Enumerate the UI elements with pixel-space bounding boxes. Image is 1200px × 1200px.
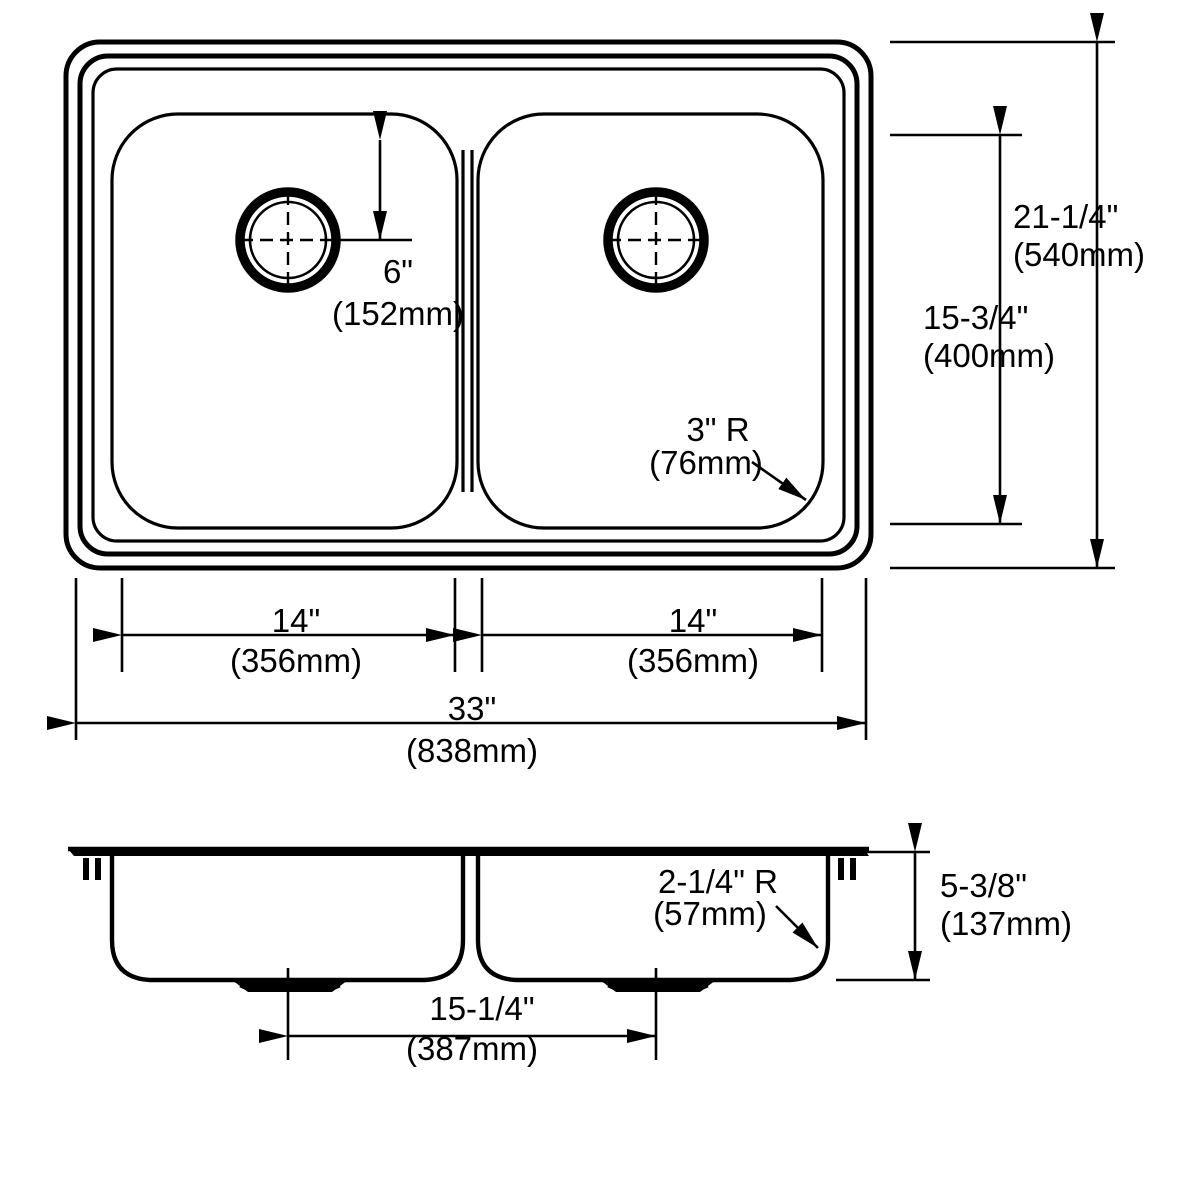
leader-line: [775, 905, 819, 949]
dimension-drain-spacing: 15-1/4" (387mm): [259, 990, 656, 1067]
bowl-opening-right: [476, 112, 825, 530]
drain-boss-left: [232, 980, 348, 992]
drain-boss-right: [600, 980, 716, 992]
drain-boss-highlight: [607, 984, 709, 992]
leader-line: [751, 460, 807, 502]
dimension-bowl-left-width: 14" (356mm): [93, 602, 455, 679]
dimension-bowl-right-width: 14" (356mm): [453, 602, 822, 679]
callout-value-imperial: 3" R: [686, 411, 749, 448]
callout-value-imperial: 2-1/4" R: [658, 863, 778, 900]
dimension-value-metric: (356mm): [627, 642, 759, 679]
dimension-bowl-height: 15-3/4" (400mm): [923, 106, 1055, 524]
bowl-profile-left: [109, 856, 466, 983]
dimension-value-imperial: 33": [448, 690, 496, 727]
clip-tab: [850, 858, 856, 880]
front-section-view: 2-1/4" R (57mm) 5-3/8" (137mm) 15-1/4" (…: [68, 823, 1072, 1067]
dimension-value-imperial: 14": [272, 602, 320, 639]
dimension-value-imperial: 6": [383, 253, 413, 290]
dimension-value-metric: (400mm): [923, 337, 1055, 374]
dimension-value-metric: (838mm): [406, 732, 538, 769]
callout-corner-radius: 3" R (76mm): [649, 411, 807, 502]
dimension-value-metric: (387mm): [406, 1030, 538, 1067]
dimension-value-metric: (540mm): [1013, 236, 1145, 273]
bowl-opening-left: [110, 112, 459, 530]
callout-bowl-corner-radius: 2-1/4" R (57mm): [653, 863, 819, 949]
mounting-clip-left: [83, 858, 101, 880]
dimension-value-imperial: 5-3/8": [940, 867, 1027, 904]
dimension-bowl-depth: 5-3/8" (137mm): [908, 823, 1072, 980]
dimension-value-imperial: 15-3/4": [923, 299, 1028, 336]
clip-tab: [95, 858, 101, 880]
clip-tab: [83, 858, 89, 880]
drain-left: [235, 187, 341, 293]
top-plan-view: 6" (152mm) 3" R (76mm) 21-1/4" (540mm): [47, 13, 1145, 769]
dimension-drain-setback: 6" (152mm): [332, 111, 464, 332]
drain-right: [603, 187, 709, 293]
dimension-value-imperial: 15-1/4": [429, 990, 534, 1027]
clip-tab: [838, 858, 844, 880]
dimension-overall-width: 33" (838mm): [47, 690, 866, 769]
mounting-clip-right: [838, 858, 856, 880]
sink-rim-offset: [77, 53, 860, 557]
callout-value-metric: (76mm): [649, 444, 763, 481]
callout-value-metric: (57mm): [653, 895, 767, 932]
dimension-value-imperial: 21-1/4": [1013, 198, 1118, 235]
dimension-overall-height: 21-1/4" (540mm): [1013, 13, 1145, 568]
dimension-value-metric: (152mm): [332, 295, 464, 332]
dimension-value-imperial: 14": [669, 602, 717, 639]
sink-deck-line: [91, 67, 846, 543]
drain-boss-highlight: [239, 984, 341, 992]
dimension-value-metric: (137mm): [940, 905, 1072, 942]
sink-outer-edge: [63, 39, 874, 571]
dimension-value-metric: (356mm): [230, 642, 362, 679]
